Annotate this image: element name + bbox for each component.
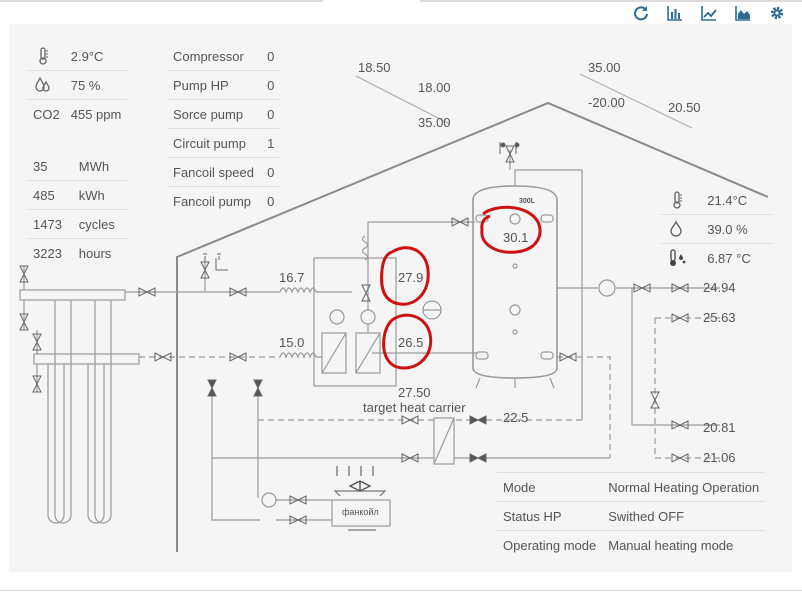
target-value: 27.50 [398, 385, 431, 400]
gear-icon [770, 6, 784, 20]
thermometer-icon [673, 191, 682, 209]
curve-right-right: 20.50 [668, 100, 701, 115]
co2-value: 455 ppm [70, 106, 122, 122]
hp-in-temp: 26.5 [398, 335, 424, 350]
outdoor-climate-table: 2.9°C 75 % CO2 455 ppm [27, 42, 127, 128]
refresh-button[interactable] [630, 4, 652, 22]
output-temp-1: 24.94 [703, 280, 736, 295]
outdoor-temperature: 2.9°C [64, 42, 127, 71]
output-temp-2: 25.63 [703, 310, 736, 325]
bar-chart-button[interactable] [664, 4, 686, 22]
humidity-icon [670, 220, 682, 237]
top-divider [0, 0, 802, 3]
state-value: 0 [267, 193, 275, 209]
counter-unit: hours [78, 245, 112, 261]
mode-value: Swithed OFF [602, 501, 766, 531]
source-return-temp: 15.0 [279, 335, 305, 350]
state-label: Compressor [167, 42, 262, 71]
toolbar [630, 4, 788, 22]
bottom-divider [0, 590, 802, 591]
bar-chart-icon [667, 6, 682, 21]
heat-pump-unit [313, 257, 397, 387]
output-temp-4: 21.06 [703, 450, 736, 465]
fancoil-label: фанкойл [342, 507, 379, 517]
circuit-temp: 22.5 [503, 410, 529, 425]
state-label: Circuit pump [167, 128, 262, 158]
heating-curve-left [355, 75, 451, 125]
buffer-tank [472, 185, 558, 379]
highlight-hp-out [380, 246, 430, 306]
counter-unit: kWh [72, 180, 127, 210]
counter-value: 3223 [33, 245, 62, 261]
tank-volume: 300L [519, 198, 535, 205]
fan-icon [348, 480, 372, 492]
indoor-climate-table: 21.4°C 39.0 % 6.87 °C [661, 186, 773, 272]
curve-left-top: 18.50 [358, 60, 391, 75]
indoor-humidity: 39.0 % [701, 214, 773, 244]
area-chart-button[interactable] [732, 4, 754, 22]
thermometer-icon [39, 47, 48, 65]
state-value: 0 [261, 42, 279, 71]
tank-temp: 30.1 [503, 230, 529, 245]
area-chart-icon [735, 6, 750, 21]
state-value: 0 [261, 70, 279, 100]
refresh-icon [634, 6, 648, 21]
plate-exchanger [433, 417, 455, 465]
state-label: Fancoil speed [167, 157, 262, 187]
curve-right-top: 35.00 [588, 60, 621, 75]
collector-top [19, 289, 126, 301]
collector-bottom [33, 353, 140, 365]
state-label: Pump HP [167, 70, 262, 100]
state-value: 1 [261, 128, 279, 158]
source-supply-temp: 16.7 [279, 270, 305, 285]
house-outline [176, 101, 769, 552]
output-temp-3: 20.81 [703, 420, 736, 435]
target-label: target heat carrier [363, 400, 466, 415]
curve-right-left: -20.00 [588, 95, 625, 110]
indoor-dewpoint: 6.87 °C [707, 250, 751, 266]
settings-button[interactable] [766, 4, 788, 22]
highlight-hp-in [382, 313, 433, 370]
counter-unit: cycles [72, 209, 127, 239]
state-label: Fancoil pump [173, 193, 252, 209]
outdoor-humidity: 75 % [64, 70, 127, 100]
co2-label: CO2 [33, 106, 60, 122]
state-label: Sorce pump [167, 99, 262, 129]
counter-value: 35 [27, 152, 73, 181]
indoor-temperature: 21.4°C [701, 186, 773, 215]
hp-out-temp: 27.9 [398, 270, 424, 285]
heating-curve-right [579, 73, 693, 129]
line-chart-button[interactable] [698, 4, 720, 22]
mode-label: Operating mode [497, 530, 603, 559]
counter-value: 1473 [27, 209, 73, 239]
state-value: 0 [261, 157, 279, 187]
counter-value: 485 [27, 180, 73, 210]
mode-label: Status HP [497, 501, 603, 531]
fancoil-unit [331, 499, 391, 527]
counter-unit: MWh [72, 152, 127, 181]
highlight-tank-temp [480, 205, 542, 254]
humidity-icon [35, 76, 50, 92]
mode-value: Manual heating mode [602, 530, 766, 559]
curve-left-bottom: 35.00 [418, 115, 451, 130]
line-chart-icon [701, 6, 717, 21]
state-value: 0 [261, 99, 279, 129]
curve-left-mid: 18.00 [418, 80, 451, 95]
dewpoint-icon [670, 249, 686, 266]
